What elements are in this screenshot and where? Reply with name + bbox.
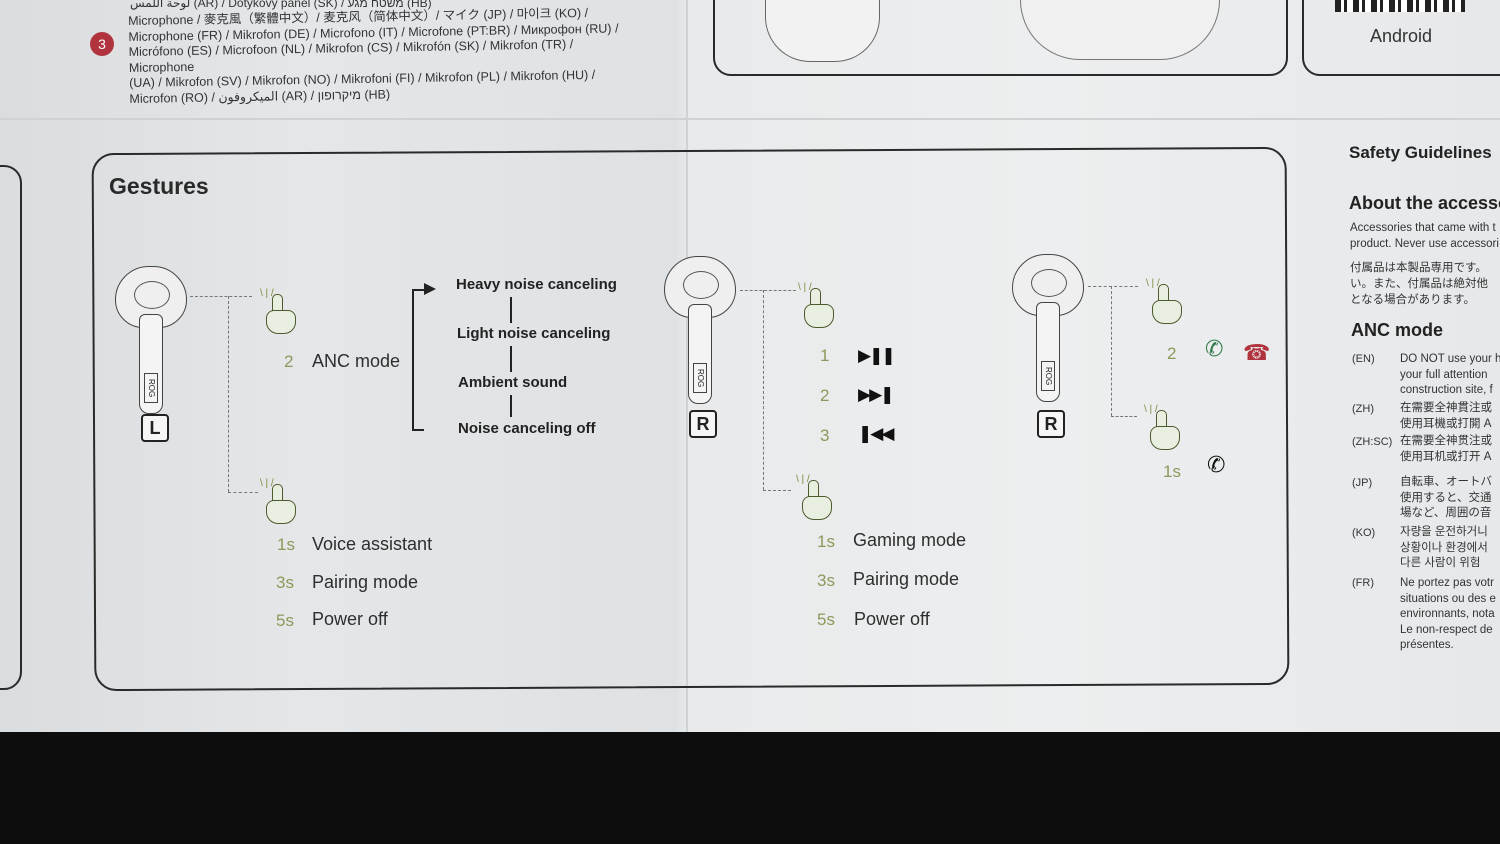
language-code: (JP) (1352, 477, 1373, 489)
anc-mode-section-title: ANC mode (1351, 320, 1444, 340)
touchpad-translations: لوحة اللمس (AR) / Dotykový panel (SK) / … (130, 0, 432, 10)
anc-mode-label: ANC mode (312, 351, 401, 371)
anc-warning-text: 在需要全神贯注或 使用耳机或打开 A (1400, 435, 1492, 463)
language-code: (EN) (1352, 353, 1375, 365)
earbud-logo: ROG (1041, 361, 1055, 391)
anc-mode-option: Light noise canceling (457, 325, 611, 342)
about-text-jp: 付属品は本製品専用です。 い。また、付属品は絶対他 となる場合があります。 (1350, 262, 1488, 306)
language-code: (ZH:SC) (1352, 436, 1393, 448)
qr-code-icon (1335, 0, 1465, 12)
hold-action-label: Pairing mode (853, 569, 960, 589)
tap-count: 2 (1167, 344, 1177, 363)
hold-time: 1s (277, 535, 295, 554)
play-pause-icon: ▶❚❚ (858, 346, 896, 365)
middle-earbud-illustration: ROG (664, 256, 736, 406)
previous-track-icon: ❚◀◀ (858, 424, 894, 443)
app-download-panel (1302, 0, 1500, 76)
right-side-badge: R (1037, 410, 1065, 438)
earbud-logo: ROG (144, 373, 158, 403)
anc-cycle-bracket (412, 289, 424, 431)
microphone-translations: Microphone / 麥克風（繁體中文）/ 麦克风（简体中文）/ マイク (… (128, 5, 640, 107)
anc-warning-text: 自転車、オートバ 使用すると、交通 場など、周囲の音 (1400, 476, 1492, 519)
tap-count: 1 (820, 346, 830, 365)
gestures-title: Gestures (109, 173, 209, 199)
connector-line (1111, 416, 1137, 417)
long-press-hand-icon: \ | / (796, 474, 832, 520)
anc-mode-option: Ambient sound (458, 374, 568, 391)
double-tap-hand-icon: \ | / (260, 288, 296, 334)
connector-line (190, 296, 252, 297)
anc-cycle-arrow-icon (424, 283, 436, 295)
right-side-badge: R (689, 410, 717, 438)
hold-time: 5s (817, 610, 835, 629)
tap-count: 3 (820, 426, 830, 445)
anc-warning-text: 在需要全神貫注或 使用耳機或打開 A (1400, 402, 1492, 430)
anc-mode-option: Heavy noise canceling (456, 276, 617, 293)
long-press-hand-icon: \ | / (1144, 404, 1180, 450)
answer-call-icon: ✆ (1205, 336, 1224, 361)
right-earbud-illustration: ROG (1012, 254, 1084, 404)
connector-line (740, 290, 796, 291)
tap-hand-icon: \ | / (798, 282, 834, 328)
tap-count: 2 (284, 352, 294, 371)
hold-action-label: Gaming mode (853, 530, 967, 550)
double-tap-hand-icon: \ | / (1146, 278, 1182, 324)
hold-time: 3s (817, 571, 835, 590)
left-earbud-illustration: ROG (115, 266, 187, 416)
fold-line-vertical (686, 0, 688, 732)
language-code: (ZH) (1352, 403, 1374, 415)
android-label: Android (1370, 26, 1433, 46)
anc-warning-text: DO NOT use your h your full attention co… (1400, 353, 1500, 396)
language-code: (FR) (1352, 577, 1374, 589)
language-code: (KO) (1352, 527, 1376, 539)
charging-dock-illustration (1020, 0, 1220, 60)
step-number-badge: 3 (90, 32, 114, 56)
tap-count: 2 (820, 386, 830, 405)
connector-line (1111, 286, 1112, 416)
connector-line (228, 296, 229, 492)
anc-mode-option: Noise canceling off (458, 420, 596, 437)
about-accessories-title: About the accesso (1349, 193, 1500, 213)
about-text-en: Accessories that came with t product. Ne… (1350, 222, 1499, 250)
anc-warning-text: Ne portez pas votr situations ou des e e… (1400, 577, 1496, 651)
reject-call-icon: ✆ (1207, 452, 1226, 477)
hold-time: 3s (276, 573, 294, 592)
next-track-icon: ▶▶❚ (858, 385, 894, 404)
long-press-hand-icon: \ | / (260, 478, 296, 524)
safety-guidelines-title: Safety Guidelines (1349, 143, 1492, 162)
left-side-badge: L (141, 414, 169, 442)
hold-action-label: Pairing mode (312, 572, 419, 592)
manual-page: لوحة اللمس (AR) / Dotykový panel (SK) / … (0, 0, 1500, 732)
earbud-logo: ROG (693, 363, 707, 393)
anc-warning-text: 자량을 운전하거니 상황이나 환경에서 다른 사람이 위험 (1400, 526, 1488, 569)
hold-action-label: Power off (312, 609, 388, 629)
connector-line (763, 290, 764, 490)
charging-case-panel (713, 0, 1288, 76)
previous-panel-edge (0, 165, 22, 690)
earbud-case-illustration (765, 0, 880, 62)
hold-action-label: Voice assistant (312, 534, 433, 554)
connector-line (228, 492, 258, 493)
connector-line (763, 490, 791, 491)
dark-background (0, 732, 1500, 844)
end-call-icon: ☎ (1243, 340, 1271, 365)
hold-action-label: Power off (854, 609, 930, 629)
fold-line-horizontal (0, 118, 1500, 120)
hold-time: 1s (1163, 462, 1181, 481)
hold-time: 5s (276, 611, 294, 630)
connector-line (1088, 286, 1138, 287)
hold-time: 1s (817, 532, 835, 551)
